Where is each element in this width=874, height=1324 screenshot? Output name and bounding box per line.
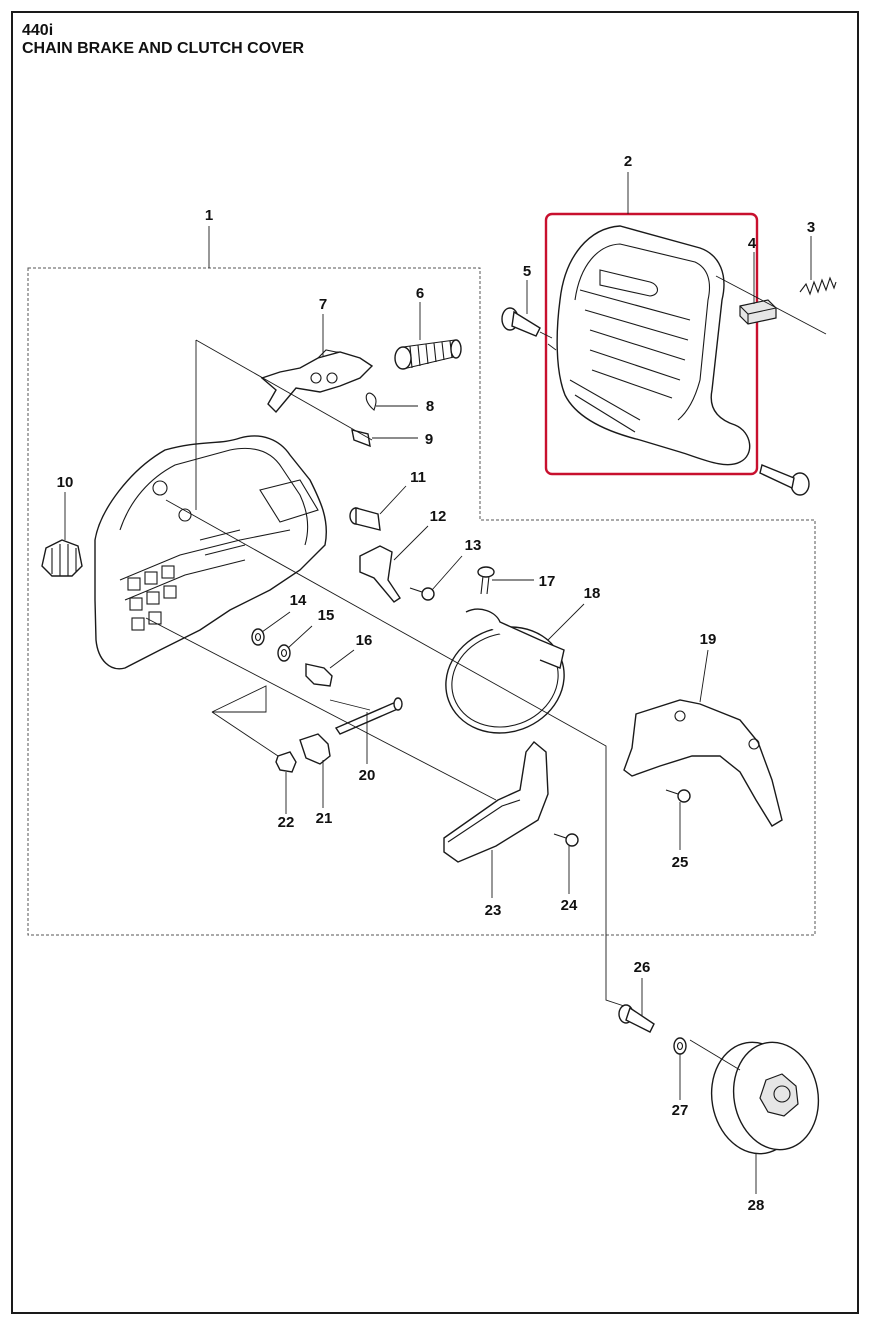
callout-26[interactable]: 26 (634, 959, 651, 976)
part-16-screw[interactable] (305, 663, 333, 687)
callout-17[interactable]: 17 (539, 573, 556, 590)
part-14-washer[interactable] (251, 628, 265, 646)
part-2-hand-guard[interactable] (556, 225, 751, 466)
callout-19[interactable]: 19 (700, 631, 717, 648)
part-21-nut[interactable] (299, 733, 331, 765)
part-25-screw[interactable] (665, 789, 691, 803)
callout-27[interactable]: 27 (672, 1102, 689, 1119)
callout-23[interactable]: 23 (485, 902, 502, 919)
title-block: 440i CHAIN BRAKE AND CLUTCH COVER (22, 22, 304, 58)
callout-21[interactable]: 21 (316, 810, 333, 827)
part-18-brake-band[interactable] (431, 608, 579, 749)
part-24-screw[interactable] (553, 833, 579, 847)
part-5-bolt[interactable] (501, 307, 541, 337)
diagram-title: CHAIN BRAKE AND CLUTCH COVER (22, 40, 305, 57)
part-6-spring[interactable] (394, 339, 462, 370)
callout-labels: 1 2 3 4 5 6 7 8 9 10 11 12 13 14 15 16 1… (57, 153, 816, 1214)
part-20-bolt[interactable] (334, 697, 403, 735)
part-22-nut[interactable] (275, 751, 297, 773)
callout-5[interactable]: 5 (523, 263, 531, 280)
callout-6[interactable]: 6 (416, 285, 424, 302)
callout-28[interactable]: 28 (748, 1197, 765, 1214)
model-number: 440i (22, 22, 54, 39)
callout-13[interactable]: 13 (465, 537, 482, 554)
callout-11[interactable]: 11 (410, 469, 426, 486)
part-10-cap[interactable] (41, 539, 83, 577)
callout-8[interactable]: 8 (426, 398, 434, 415)
callout-leaders (64, 172, 812, 1194)
part-26-bolt[interactable] (618, 1004, 655, 1033)
part-2-pivot-bolt[interactable] (759, 464, 810, 496)
part-13-screw[interactable] (409, 587, 435, 601)
part-28-clutch-drum[interactable] (703, 1035, 827, 1161)
assembly-lines (145, 275, 827, 1071)
part-8-circlip[interactable] (365, 392, 377, 411)
part-17-screw[interactable] (477, 566, 495, 595)
callout-18[interactable]: 18 (584, 585, 601, 602)
part-27-washer[interactable] (673, 1037, 687, 1055)
part-19-cover-plate[interactable] (623, 699, 783, 827)
callout-14[interactable]: 14 (290, 592, 307, 609)
callout-24[interactable]: 24 (561, 897, 578, 914)
callout-10[interactable]: 10 (57, 474, 74, 491)
assembly-boundary (27, 267, 816, 936)
part-7-lever[interactable] (260, 349, 374, 414)
callout-9[interactable]: 9 (425, 431, 433, 448)
callout-12[interactable]: 12 (430, 508, 447, 525)
callout-15[interactable]: 15 (318, 607, 335, 624)
callout-22[interactable]: 22 (278, 814, 295, 831)
part-9-pin[interactable] (351, 429, 371, 448)
callout-16[interactable]: 16 (356, 632, 373, 649)
callout-25[interactable]: 25 (672, 854, 689, 871)
callout-2[interactable]: 2 (624, 153, 632, 170)
callout-3[interactable]: 3 (807, 219, 815, 236)
callout-1[interactable]: 1 (205, 207, 213, 224)
part-3-spring[interactable] (799, 276, 837, 296)
callout-4[interactable]: 4 (748, 235, 757, 252)
part-11-pin[interactable] (349, 507, 381, 531)
part-23-guide-plate[interactable] (443, 741, 549, 863)
highlight-box (544, 212, 759, 476)
callout-7[interactable]: 7 (319, 296, 327, 313)
callout-20[interactable]: 20 (359, 767, 376, 784)
sheet-border (11, 11, 859, 1314)
part-4-block[interactable] (739, 299, 777, 325)
part-15-washer[interactable] (277, 644, 291, 662)
part-1-clutch-cover[interactable] (94, 435, 327, 670)
part-12-bracket[interactable] (359, 545, 401, 603)
